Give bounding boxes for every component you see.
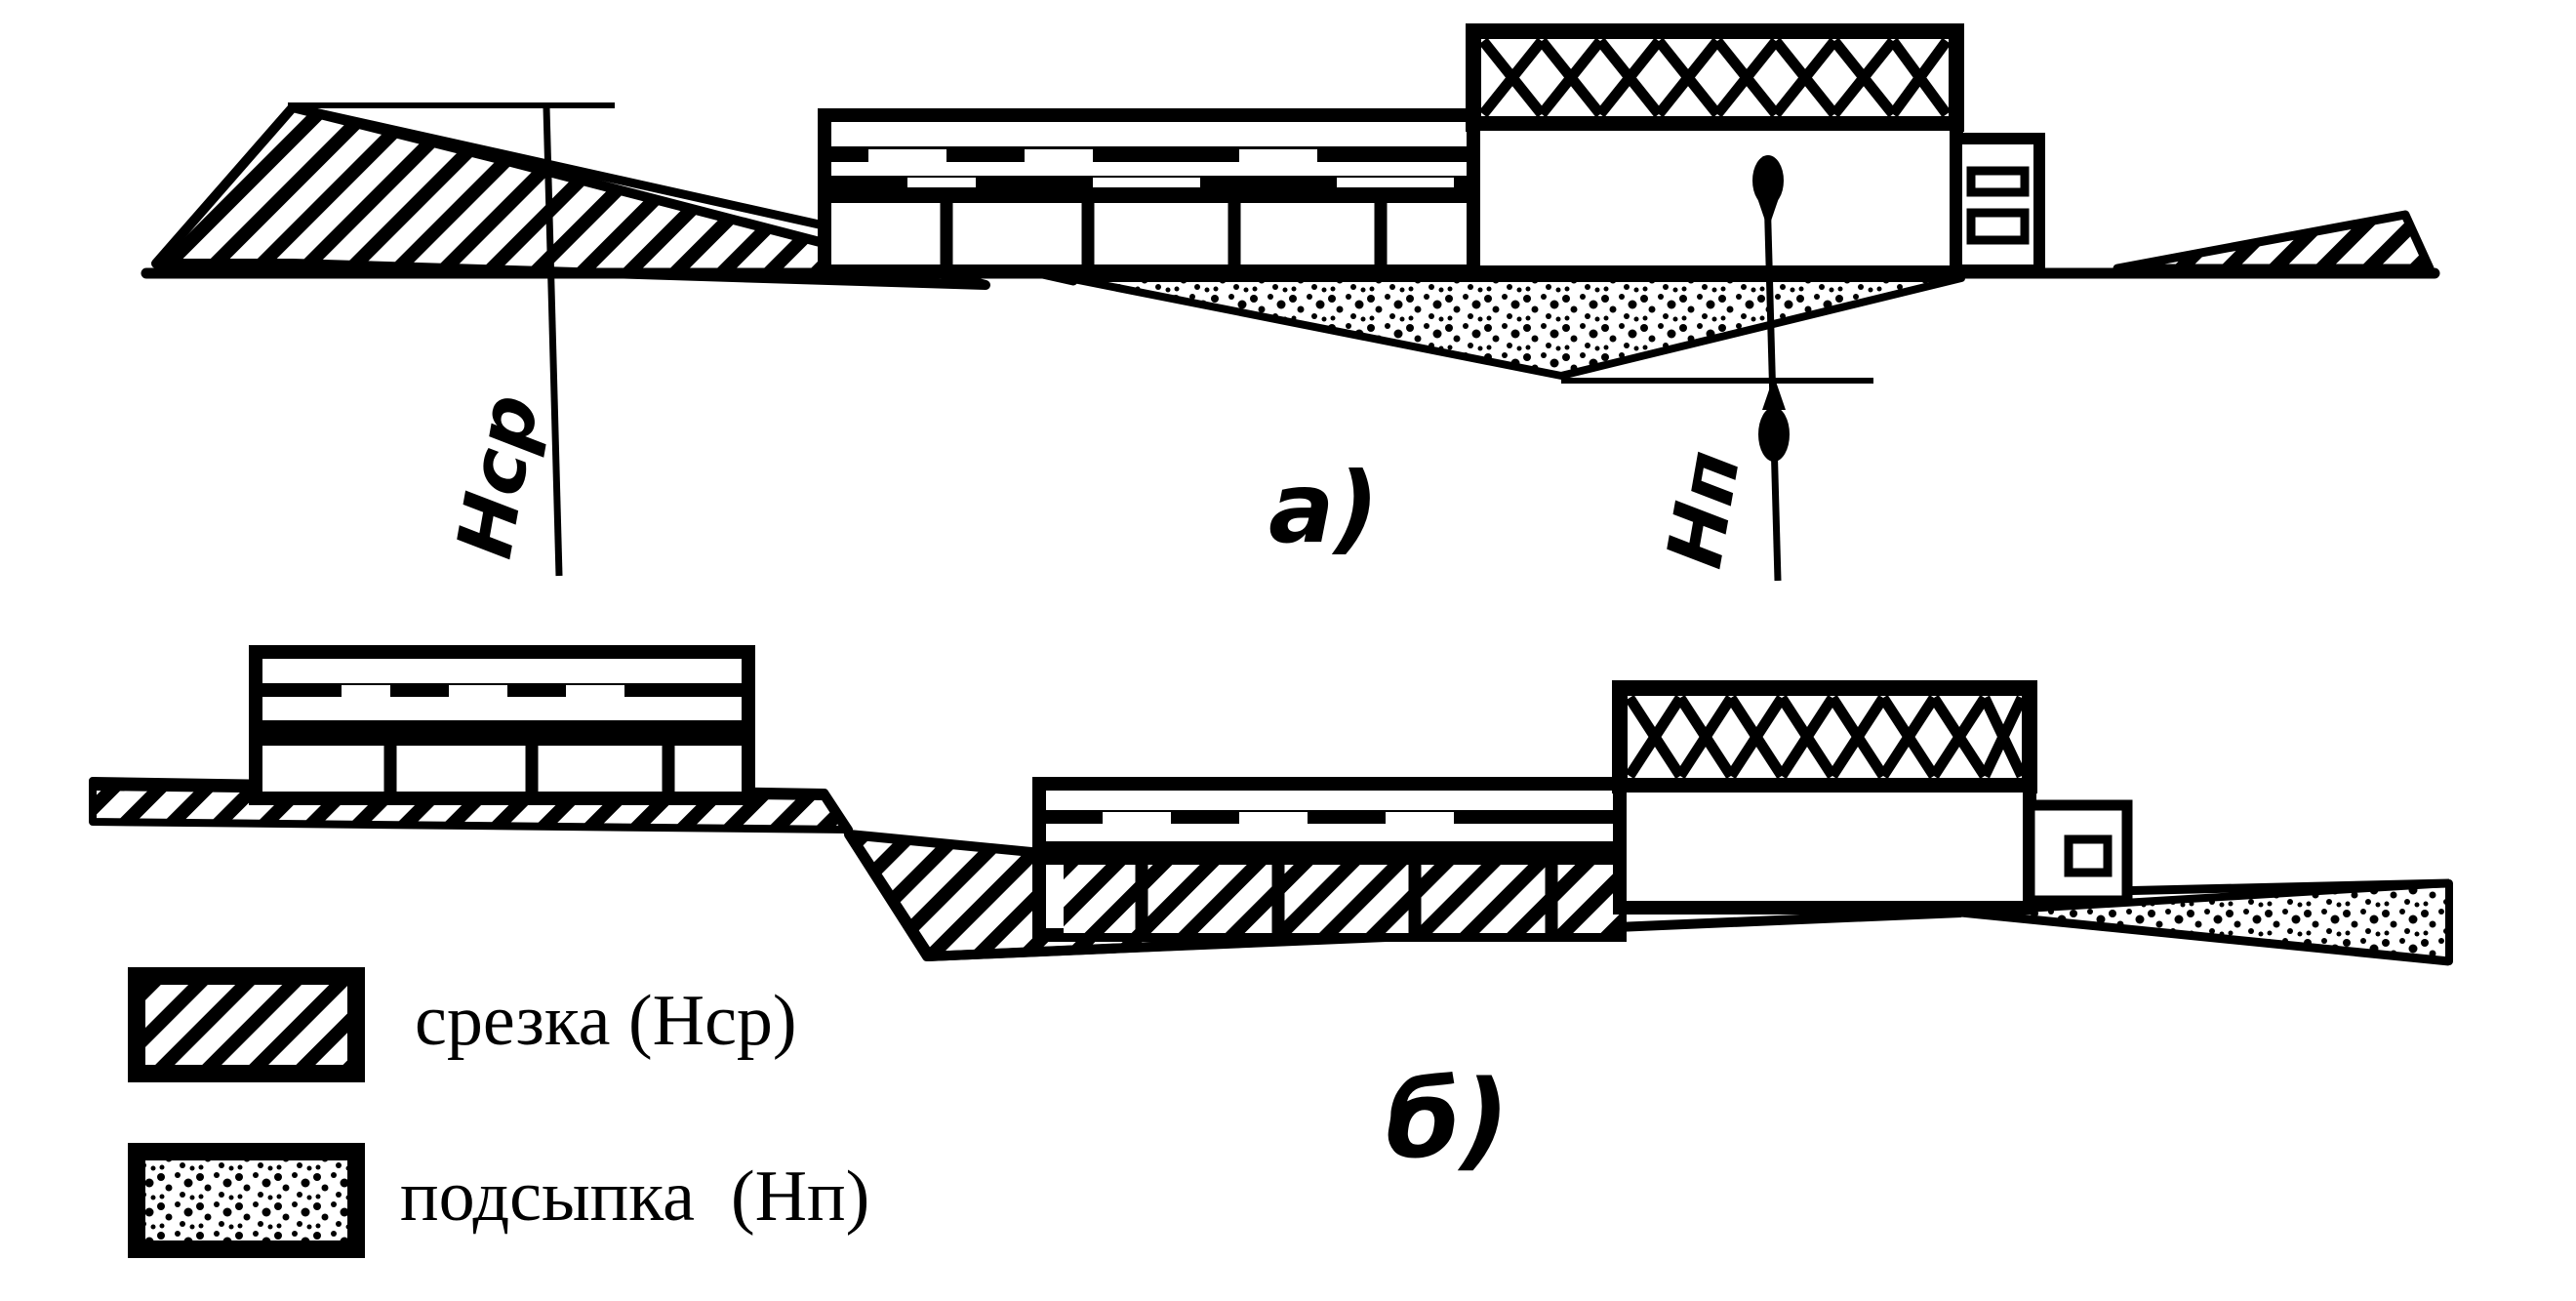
diagram-b: б) — [89, 645, 2453, 1182]
slope-line-b — [820, 793, 932, 955]
ground-low-b — [1960, 908, 2450, 966]
tall-building-b — [1612, 680, 2133, 915]
middle-building-b — [1032, 777, 1627, 942]
diagram-a-label: a) — [1268, 451, 1379, 565]
low-building-a — [818, 108, 1480, 278]
legend-item-cut: срезка (Нср) — [128, 967, 797, 1082]
dimension-cut-label: Hср — [441, 388, 556, 564]
legend-swatch-dots — [128, 1143, 365, 1258]
diagram-a: Hср Hп a) — [141, 23, 2440, 582]
tall-building-a — [1466, 23, 2045, 279]
cut-area-right — [2113, 210, 2435, 273]
diagram-b-label: б) — [1386, 1057, 1509, 1182]
dimension-fill-label: Hп — [1651, 444, 1757, 574]
legend-label-cut: срезка (Нср) — [415, 981, 797, 1061]
left-building-b — [249, 645, 755, 805]
legend-label-fill: подсыпка (Нп) — [400, 1157, 869, 1237]
dimension-fill-a: Hп — [1651, 155, 1790, 582]
legend-swatch-hatch — [128, 967, 365, 1082]
legend-item-fill: подсыпка (Нп) — [128, 1143, 869, 1258]
fill-area — [1065, 274, 1965, 380]
legend: срезка (Нср) подсыпка (Нп) — [128, 967, 869, 1258]
cut-area-left — [151, 102, 990, 290]
